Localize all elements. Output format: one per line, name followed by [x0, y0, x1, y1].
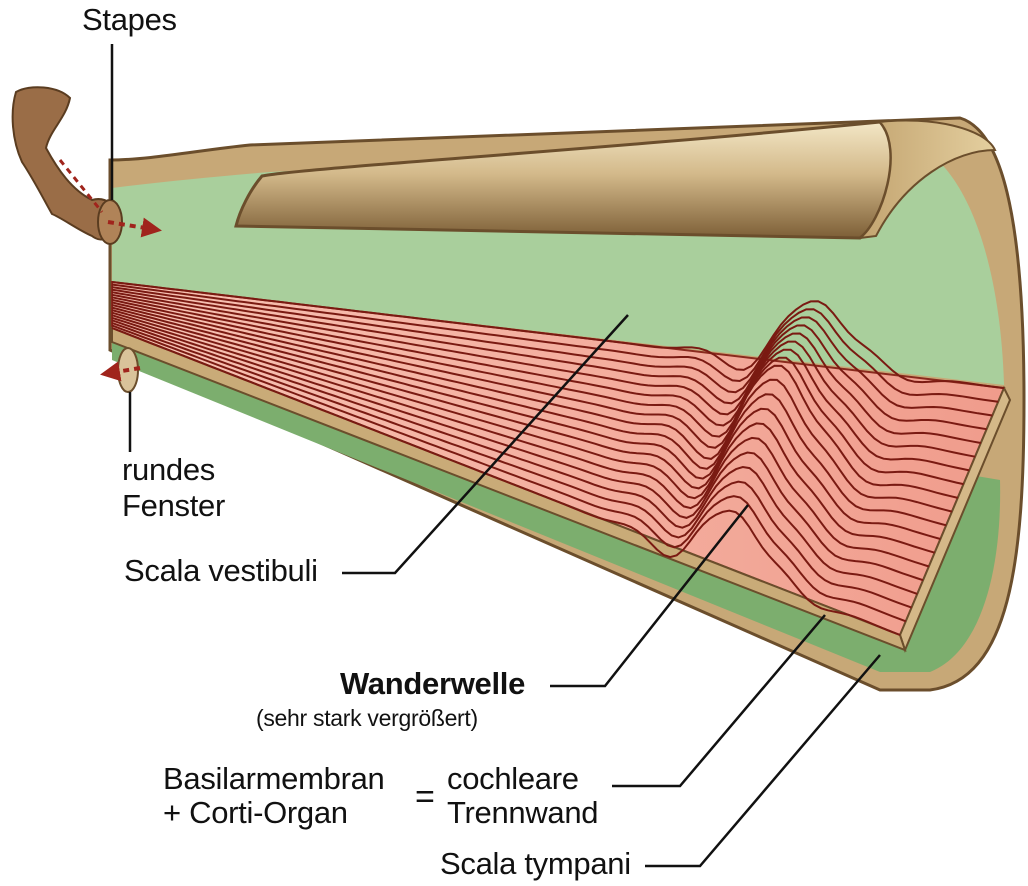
label-round-window-line2: Fenster	[122, 488, 225, 524]
label-travelling-wave: Wanderwelle	[340, 666, 525, 702]
label-equals: =	[415, 778, 435, 817]
scala-tympani-leader	[645, 655, 880, 866]
label-basilar-line2: + Corti-Organ	[163, 796, 385, 830]
label-scala-vestibuli: Scala vestibuli	[124, 553, 318, 589]
label-basilar-membrane: Basilarmembran + Corti-Organ	[163, 762, 385, 830]
label-cochlear-partition: cochleare Trennwand	[447, 762, 598, 830]
label-scala-tympani: Scala tympani	[440, 846, 631, 882]
label-partition-line1: cochleare	[447, 762, 598, 796]
label-round-window-line1: rundes	[122, 452, 225, 488]
label-travelling-wave-note: (sehr stark vergrößert)	[256, 705, 478, 732]
label-round-window: rundes Fenster	[122, 452, 225, 524]
label-partition-line2: Trennwand	[447, 796, 598, 830]
label-basilar-line1: Basilarmembran	[163, 762, 385, 796]
label-stapes: Stapes	[82, 2, 177, 38]
